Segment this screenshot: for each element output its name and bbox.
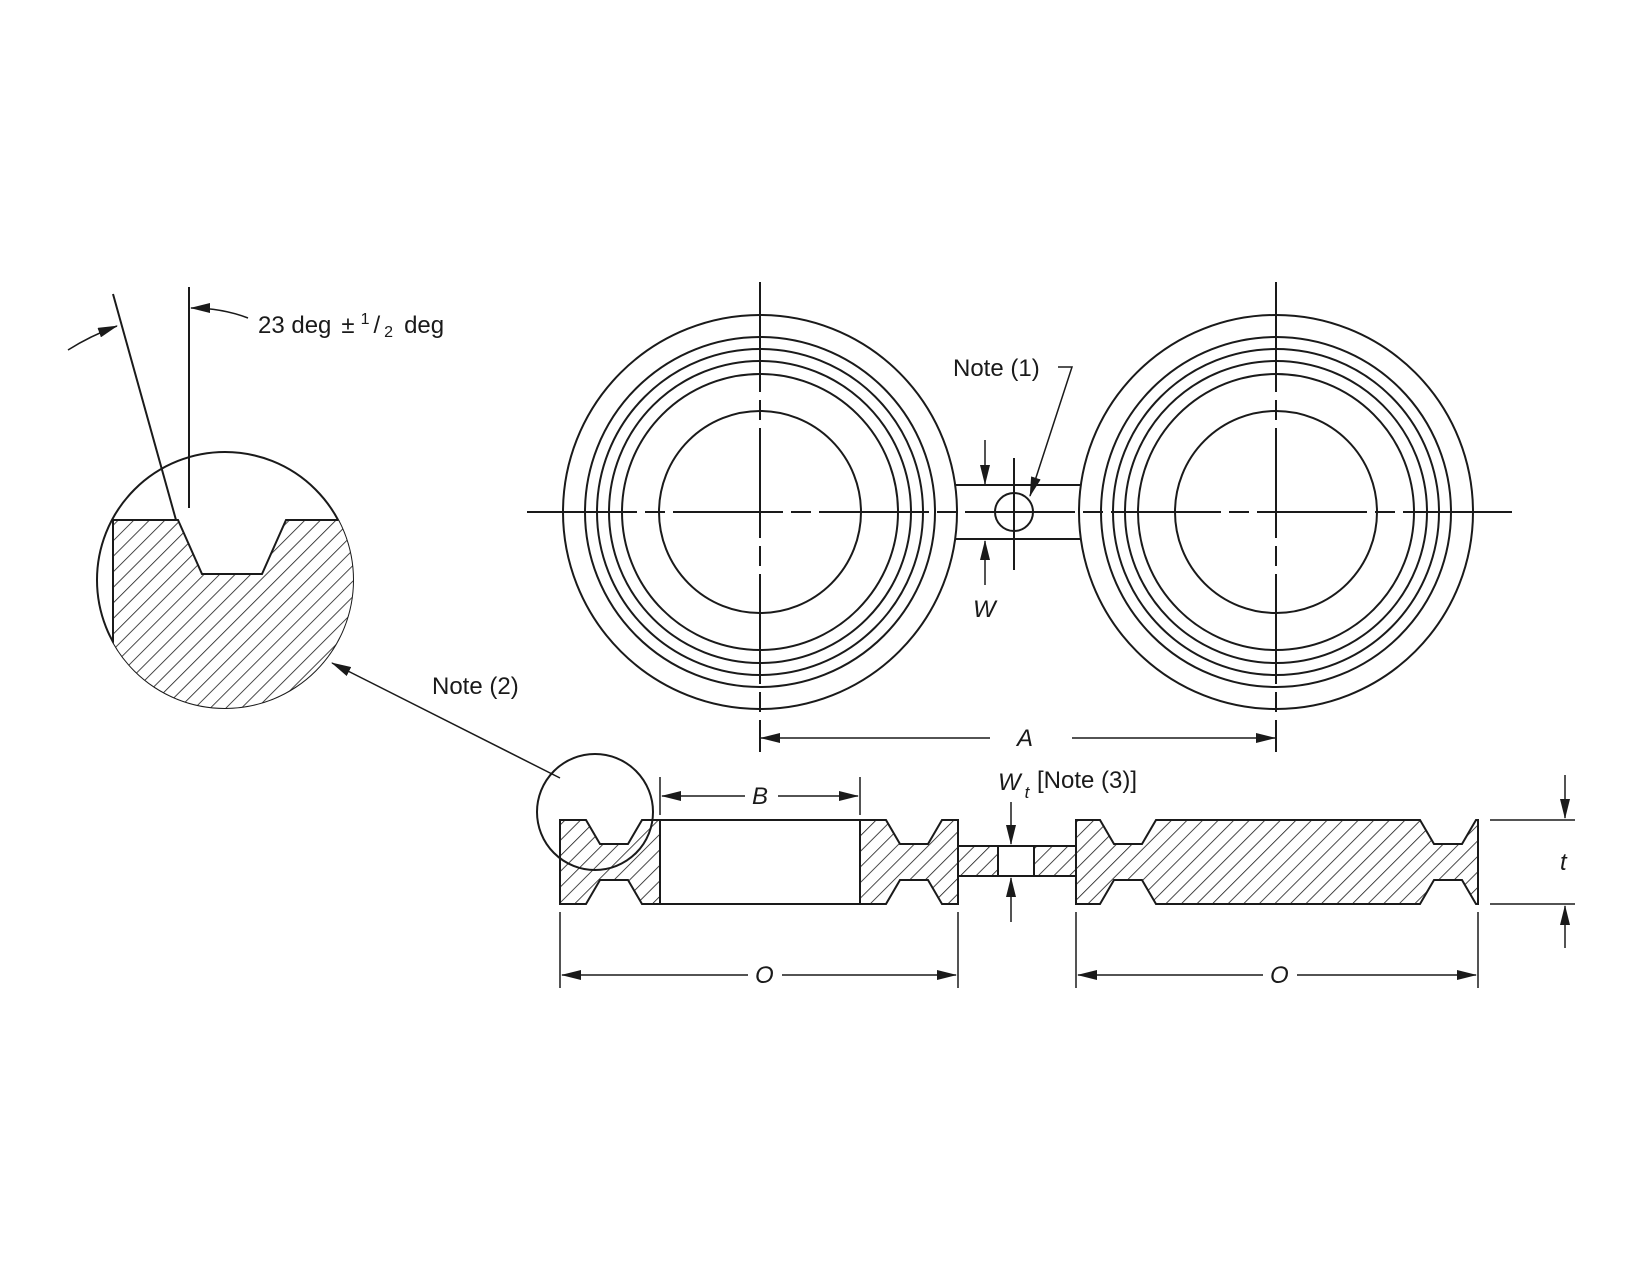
angle-slanted-line: [112, 293, 177, 521]
left-ring-section-left: [559, 819, 661, 905]
web-section-left: [957, 845, 999, 877]
dim-t-label: t: [1560, 849, 1568, 876]
note2-leader: [331, 662, 561, 779]
left-ring-section-right: [859, 819, 959, 905]
section-view: B W t [Note (3)] O O t: [536, 753, 1575, 989]
detail-groove-section: [112, 519, 353, 708]
right-blind-section: [1075, 819, 1479, 905]
web-hole: [997, 845, 1035, 877]
angle-arrow-right: [190, 303, 249, 319]
dim-wt-label: W t: [998, 769, 1031, 802]
angle-label: 23 deg ± 1 / 2 deg: [258, 311, 444, 341]
dim-o-right-label: O: [1270, 962, 1289, 989]
plan-view: W Note (1) A: [527, 282, 1512, 752]
dim-o-left-label: O: [755, 962, 774, 989]
center-hole: [994, 492, 1034, 532]
dim-a-label: A: [1015, 725, 1033, 752]
detail-callout-circle: [536, 753, 654, 871]
dim-b-label: B: [752, 783, 768, 810]
web-section-right: [1033, 845, 1077, 877]
groove-detail-view: 23 deg ± 1 / 2 deg: [67, 287, 444, 709]
note3-label: [Note (3)]: [1037, 767, 1137, 794]
note2-label: Note (2): [432, 673, 519, 700]
note1-leader: [1029, 366, 1074, 497]
note1-label: Note (1): [953, 355, 1040, 382]
angle-arrow-left: [67, 325, 118, 351]
dim-w-label: W: [973, 596, 998, 623]
